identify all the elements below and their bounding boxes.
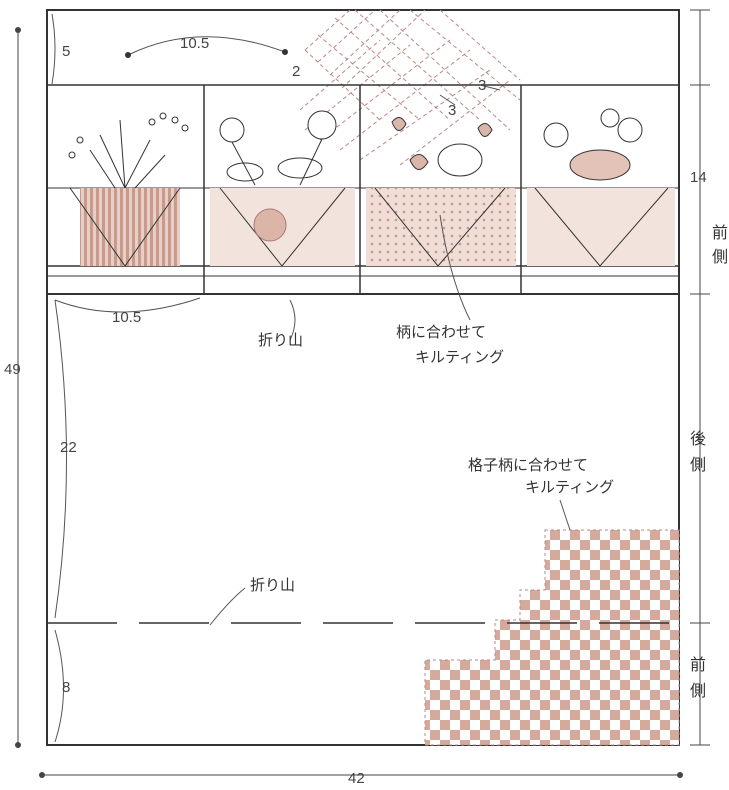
flower-block-2 xyxy=(210,110,355,267)
dim-grid-3a: 3 xyxy=(478,77,486,94)
dim-panel-width-top: 10.5 xyxy=(180,35,209,52)
side-back-2: 側 xyxy=(690,455,706,474)
side-front-top-2: 側 xyxy=(712,247,728,266)
flower-block-1 xyxy=(68,112,189,267)
dim-total-width: 42 xyxy=(348,770,365,787)
flower-block-3 xyxy=(366,117,516,267)
dim-grid-3b: 3 xyxy=(448,102,456,119)
dim-seam-2: 2 xyxy=(292,63,300,80)
fold-label-bottom: 折り山 xyxy=(250,576,295,594)
quilt-pattern-note-2: キルティング xyxy=(415,348,504,366)
dim-bottom-front: 8 xyxy=(62,679,70,696)
dim-panel-width-bottom: 10.5 xyxy=(112,309,141,326)
dim-top-band: 5 xyxy=(62,43,70,60)
side-back-1: 後 xyxy=(690,429,706,448)
fold-label-top: 折り山 xyxy=(258,331,303,349)
quilt-pattern-note-1: 柄に合わせて xyxy=(396,323,486,341)
quilt-check-note-1: 格子柄に合わせて xyxy=(468,456,588,474)
dim-back-height: 22 xyxy=(60,439,77,456)
flower-block-4 xyxy=(527,108,675,267)
dim-total-height: 49 xyxy=(4,361,21,378)
side-front-top-1: 前 xyxy=(712,223,728,242)
side-front-bottom-1: 前 xyxy=(690,655,706,674)
dim-block-height: 14 xyxy=(690,169,707,186)
side-front-bottom-2: 側 xyxy=(690,681,706,700)
quilt-check-note-2: キルティング xyxy=(525,478,614,496)
checkerboard-quilt xyxy=(424,529,680,746)
